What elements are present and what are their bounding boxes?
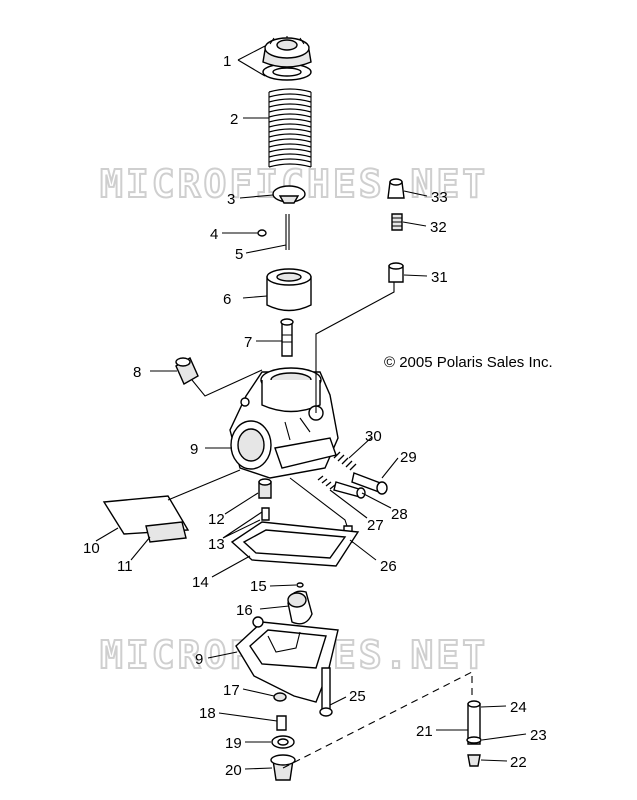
callout-7: 7	[244, 334, 252, 351]
callout-22: 22	[510, 754, 527, 771]
callout-1: 1	[223, 53, 231, 70]
part-22-cap	[467, 754, 481, 767]
callout-11: 11	[117, 558, 133, 575]
callout-15: 15	[250, 578, 267, 595]
callout-16: 16	[236, 602, 253, 619]
part-28-screw	[333, 481, 366, 499]
part-8-cap	[175, 357, 263, 397]
part-13-jet	[261, 507, 270, 521]
carburetor-body	[229, 367, 339, 479]
part-24-tube	[467, 700, 481, 745]
part-14-gasket	[230, 521, 360, 567]
part-18-jet	[276, 715, 287, 731]
callout-28: 28	[391, 506, 408, 523]
callout-14: 14	[192, 574, 209, 591]
part-6-slide	[266, 268, 312, 312]
callout-27: 27	[367, 517, 384, 534]
callout-18: 18	[199, 705, 216, 722]
callout-9-upper: 9	[190, 441, 198, 458]
copyright-notice: © 2005 Polaris Sales Inc.	[384, 354, 553, 371]
part-19-washer	[271, 735, 295, 749]
part-23-ring	[466, 736, 482, 744]
callout-32: 32	[430, 219, 447, 236]
part-2-spring	[268, 88, 312, 168]
callout-24: 24	[510, 699, 527, 716]
part-30-spring	[333, 451, 357, 471]
part-16-float	[287, 590, 313, 625]
callout-labels: 1 2 3 4 5 6 7 8 9 33 32 31 30 29 28 27 2…	[83, 53, 547, 779]
part-33-jet	[387, 178, 405, 199]
callout-33: 33	[431, 189, 448, 206]
part-1-cap	[262, 36, 312, 81]
callout-29: 29	[400, 449, 417, 466]
callout-12: 12	[208, 511, 225, 528]
callout-25: 25	[349, 688, 366, 705]
part-32-jet	[391, 213, 403, 231]
part-12-jet	[258, 478, 272, 499]
callout-31: 31	[431, 269, 448, 286]
part-5-needle	[285, 214, 290, 250]
part-29-screw	[351, 472, 388, 495]
callout-26: 26	[380, 558, 397, 575]
part-31-jet	[388, 262, 404, 283]
part-3-retainer	[272, 185, 306, 204]
callout-5: 5	[235, 246, 243, 263]
callout-23: 23	[530, 727, 547, 744]
callout-21: 21	[416, 723, 433, 740]
callout-30: 30	[365, 428, 382, 445]
part-10-plate	[102, 469, 241, 543]
callout-17: 17	[223, 682, 240, 699]
callout-13: 13	[208, 536, 225, 553]
leader-lines	[95, 45, 527, 770]
callout-19: 19	[225, 735, 242, 752]
callout-9-lower: 9	[195, 651, 203, 668]
callout-3: 3	[227, 191, 235, 208]
part-27-spring	[317, 475, 336, 490]
callout-8: 8	[133, 364, 141, 381]
callout-4: 4	[210, 226, 218, 243]
part-7-needle-jet	[280, 318, 294, 357]
callout-2: 2	[230, 111, 238, 128]
callout-10: 10	[83, 540, 100, 557]
part-25-screw	[319, 667, 333, 717]
callout-20: 20	[225, 762, 242, 779]
part-4-clip	[257, 229, 267, 237]
callout-6: 6	[223, 291, 231, 308]
part-15-pin	[296, 582, 304, 588]
part-17-nut	[273, 692, 287, 702]
float-bowl	[235, 616, 339, 703]
